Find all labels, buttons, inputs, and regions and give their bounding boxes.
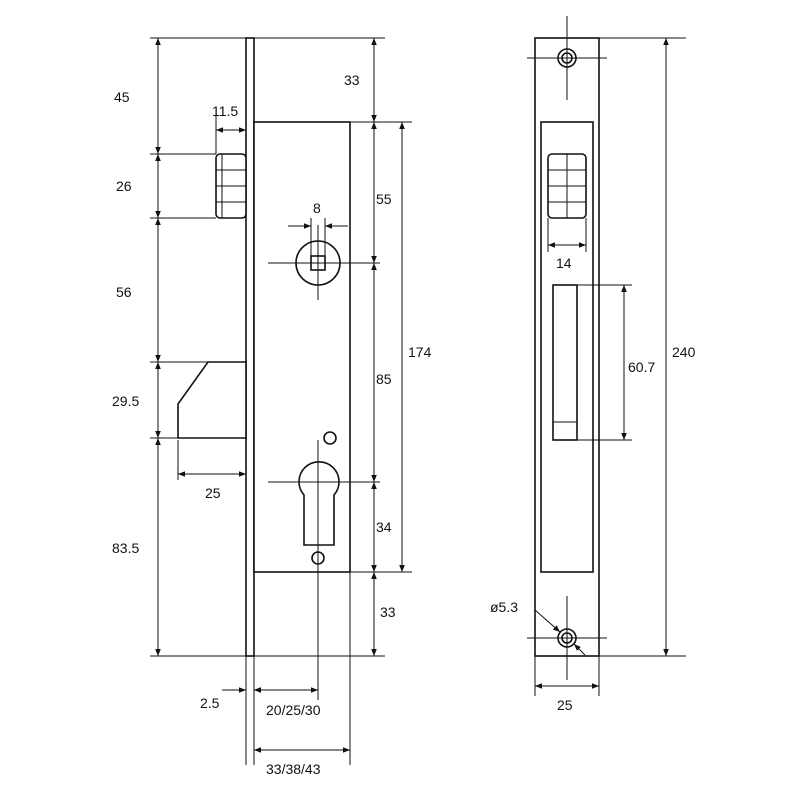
dim-5-3: ø5.3 [490, 599, 518, 615]
front-bolt-slot [552, 284, 578, 441]
front-bottom-screw-hole [527, 596, 607, 680]
screw-hole-leader [534, 609, 561, 633]
dim-33-38-43: 33/38/43 [266, 761, 321, 777]
dim-front-25: 25 [557, 697, 573, 713]
dim-83-5: 83.5 [112, 540, 139, 556]
front-view: 14 60.7 240 ø5.3 25 [490, 16, 696, 713]
dim-8: 8 [313, 200, 321, 216]
dim-bolt-25: 25 [205, 485, 221, 501]
dim-174: 174 [408, 344, 432, 360]
dim-2-5: 2.5 [200, 695, 220, 711]
front-latch [547, 153, 587, 219]
dim-60-7: 60.7 [628, 359, 655, 375]
front-case-opening [540, 121, 594, 573]
dim-14: 14 [556, 255, 572, 271]
dim-26: 26 [116, 178, 132, 194]
side-deadbolt [177, 361, 247, 439]
side-view: 45 26 56 29.5 83.5 11.5 25 8 33 55 85 [112, 37, 432, 777]
side-faceplate [245, 37, 255, 657]
side-right-dimension-chain [350, 38, 405, 656]
dim-56: 56 [116, 284, 132, 300]
dim-240: 240 [672, 344, 696, 360]
dim-29-5: 29.5 [112, 393, 139, 409]
dim-33-bottom: 33 [380, 604, 396, 620]
side-latch [215, 153, 247, 219]
dim-55: 55 [376, 191, 392, 207]
dim-85: 85 [376, 371, 392, 387]
dim-20-25-30: 20/25/30 [266, 702, 321, 718]
dim-34: 34 [376, 519, 392, 535]
front-top-screw-hole [527, 16, 607, 100]
dim-33-top: 33 [344, 72, 360, 88]
dim-45: 45 [114, 89, 130, 105]
side-lock-case [253, 121, 351, 573]
dim-11-5: 11.5 [212, 103, 238, 119]
screw-hole-leader-tail [573, 643, 586, 656]
